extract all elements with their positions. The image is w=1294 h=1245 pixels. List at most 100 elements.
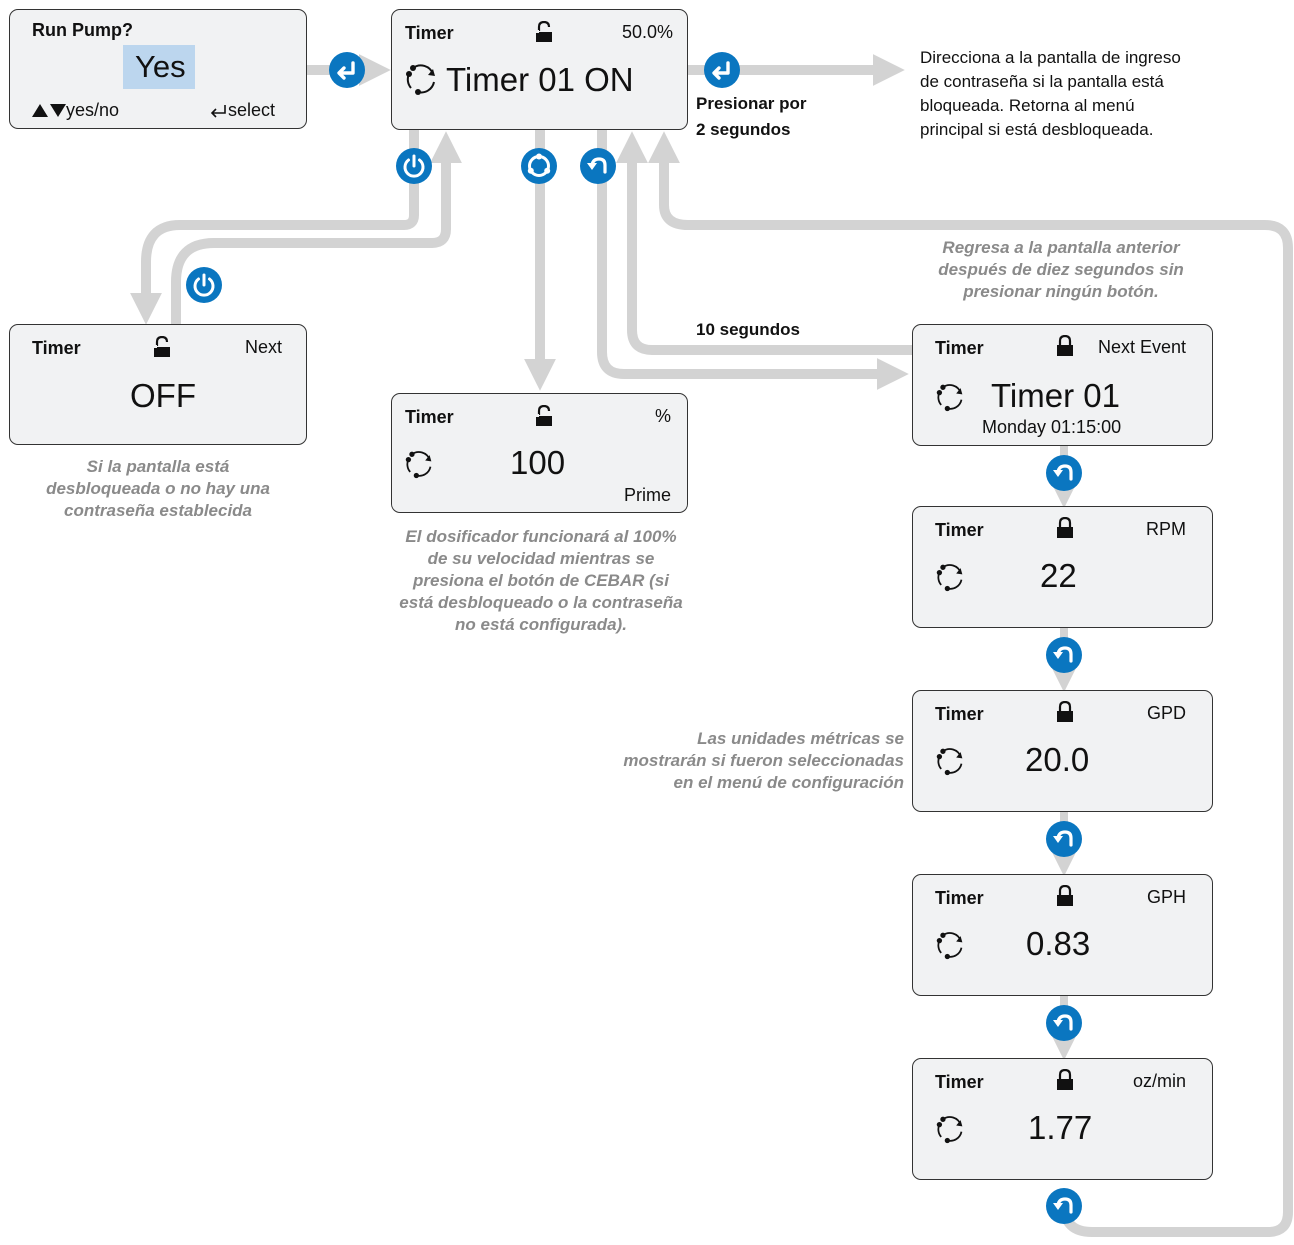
prime-label: Prime <box>623 485 671 505</box>
gph-value: 0.83 <box>1026 925 1091 962</box>
corner-label: % <box>654 406 671 426</box>
note-line: después de diez segundos sin <box>938 260 1184 279</box>
corner-label: GPH <box>1146 887 1186 907</box>
prime-button[interactable] <box>521 148 557 184</box>
scroll-back-button[interactable] <box>1046 1005 1082 1041</box>
hold-label-line2: 2 segundos <box>696 120 791 139</box>
corner-label: Next Event <box>1097 337 1186 357</box>
rpm-screen: Timer RPM 22 <box>912 506 1213 628</box>
screen-label: Timer <box>935 704 984 724</box>
screen-label: Timer <box>935 888 984 908</box>
scroll-back-icon <box>1053 830 1073 847</box>
gpd-screen: Timer GPD 20.0 <box>912 690 1213 812</box>
corner-label: oz/min <box>1132 1071 1186 1091</box>
scroll-back-icon <box>1053 464 1073 481</box>
screen-label: Timer <box>935 1072 984 1092</box>
hold-label-line1: Presionar por <box>696 94 807 113</box>
event-name: Timer 01 <box>991 377 1120 414</box>
scroll-back-icon <box>1053 1197 1073 1214</box>
note-line: desbloqueada o no hay una <box>46 479 270 498</box>
lock-icon <box>1057 701 1073 722</box>
yes-value: Yes <box>135 49 186 84</box>
rotation-icon <box>936 932 963 960</box>
note-line: presiona el botón de CEBAR (si <box>413 571 669 590</box>
scroll-back-icon <box>1053 646 1073 663</box>
rotation-icon <box>936 748 963 776</box>
select-hint: select <box>228 100 276 120</box>
screen-label: Timer <box>32 338 81 358</box>
power-icon <box>403 154 425 178</box>
enter-hold-button[interactable] <box>704 52 740 88</box>
nav-hint: yes/no <box>66 100 120 120</box>
note-line: está desbloqueado o la contraseña <box>399 593 683 612</box>
note-line: de su velocidad mientras se <box>427 549 655 568</box>
prime-value: 100 <box>510 444 566 481</box>
screen-label: Timer <box>405 23 454 43</box>
off-value: OFF <box>130 377 196 414</box>
note-line: mostrarán si fueron seleccionadas <box>623 751 904 770</box>
unlock-icon <box>535 21 552 42</box>
rotation-icon <box>405 451 432 479</box>
enter-icon <box>337 61 355 80</box>
off-screen: Timer Next OFF <box>9 324 307 445</box>
lock-icon <box>1057 517 1073 538</box>
enter-button[interactable] <box>329 52 365 88</box>
power-icon <box>193 273 215 297</box>
power-button[interactable] <box>396 148 432 184</box>
enter-icon <box>712 61 730 80</box>
event-time: Monday 01:15:00 <box>982 417 1122 437</box>
percent-readout: 50.0% <box>621 22 673 42</box>
prime-screen: Timer % 100 Prime <box>391 393 688 513</box>
unlock-icon <box>153 336 170 357</box>
off-note: Si la pantalla está desbloqueada o no ha… <box>9 456 307 522</box>
note-line: El dosificador funcionará al 100% <box>405 527 677 546</box>
rotation-icon <box>406 64 435 95</box>
prime-icon <box>527 153 551 177</box>
scroll-back-button[interactable] <box>580 148 616 184</box>
hold-description: Direcciona a la pantalla de ingreso de c… <box>920 46 1181 142</box>
scroll-back-icon <box>587 157 607 174</box>
screen-title: Run Pump? <box>32 20 133 40</box>
rotation-icon <box>936 1116 963 1144</box>
screen-label: Timer <box>405 407 454 427</box>
note-line: Si la pantalla está <box>86 457 230 476</box>
note-line: Regresa a la pantalla anterior <box>942 238 1180 257</box>
note-line: contraseña establecida <box>63 501 253 520</box>
note-line: no está configurada). <box>455 615 627 634</box>
ozmin-value: 1.77 <box>1028 1109 1093 1146</box>
rpm-value: 22 <box>1040 557 1077 594</box>
scroll-back-button[interactable] <box>1046 455 1082 491</box>
main-timer-screen: Timer 50.0% Timer 01 ON <box>391 9 688 130</box>
corner-label: GPD <box>1146 703 1186 723</box>
metric-note: Las unidades métricas se mostrarán si fu… <box>540 728 904 794</box>
description-line: principal si está desbloqueada. <box>920 120 1154 139</box>
scroll-back-button[interactable] <box>1046 1188 1082 1224</box>
rotation-icon <box>936 384 963 412</box>
yes-option[interactable]: Yes <box>123 45 195 89</box>
unlock-icon <box>535 405 552 426</box>
screen-label: Timer <box>935 338 984 358</box>
rotation-icon <box>936 564 963 592</box>
screen-label: Timer <box>935 520 984 540</box>
power-button[interactable] <box>186 267 222 303</box>
lock-icon <box>1057 1069 1073 1090</box>
note-line: en el menú de configuración <box>673 773 904 792</box>
note-line: Las unidades métricas se <box>697 729 904 748</box>
corner-label: Next <box>244 337 282 357</box>
timeout-note: Regresa a la pantalla anterior después d… <box>896 237 1226 303</box>
ozmin-screen: Timer oz/min 1.77 <box>912 1058 1213 1180</box>
scroll-back-button[interactable] <box>1046 637 1082 673</box>
lock-icon <box>1057 335 1073 356</box>
timeout-label: 10 segundos <box>696 320 800 339</box>
status-text: Timer 01 ON <box>446 61 634 98</box>
lock-icon <box>1057 885 1073 906</box>
scroll-back-icon <box>1053 1014 1073 1031</box>
description-line: Direcciona a la pantalla de ingreso <box>920 48 1181 67</box>
next-event-screen: Timer Next Event Timer 01 Monday 01:15:0… <box>912 324 1213 446</box>
gpd-value: 20.0 <box>1025 741 1090 778</box>
description-line: bloqueada. Retorna al menú <box>920 96 1135 115</box>
scroll-back-button[interactable] <box>1046 821 1082 857</box>
description-line: de contraseña si la pantalla está <box>920 72 1164 91</box>
up-down-arrows-icon <box>32 104 66 117</box>
return-arrow-icon <box>210 105 226 118</box>
